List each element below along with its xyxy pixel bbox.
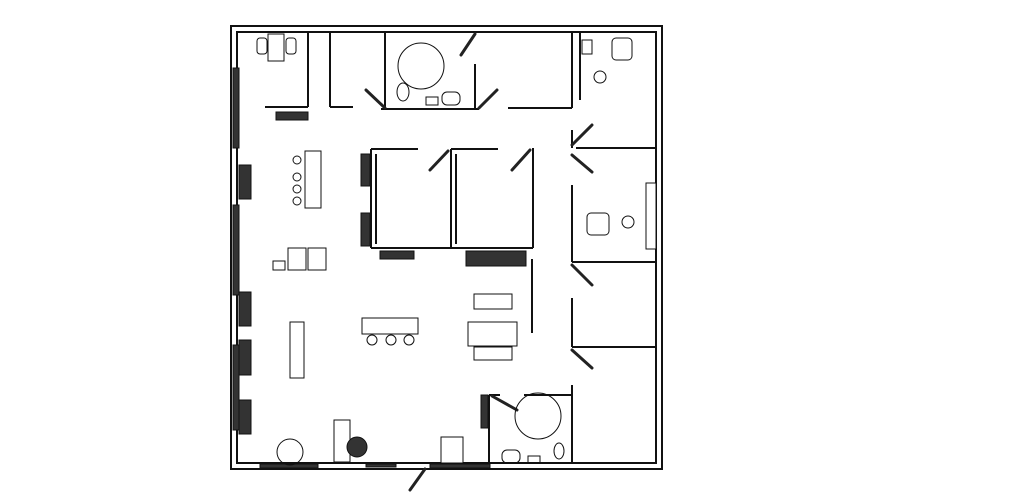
dental-chair-icon [586,212,610,236]
bathroom-top [396,42,461,106]
cabinet-icon [238,164,252,200]
cabinet-icon [440,436,464,464]
dental-chair-icon [611,37,633,61]
door-swing [428,149,450,172]
cabinet-icon [275,111,309,121]
cabinet-icon [480,394,489,429]
toilet-icon [553,442,565,460]
interior-walls [265,32,656,463]
wall [488,385,573,463]
stool-icon [366,334,378,346]
door-swing [490,394,519,412]
shower-circle-icon [397,42,445,90]
cabinet-icon [379,250,415,260]
wall [370,148,534,249]
stool-icon [621,215,635,229]
shelf-icon [289,321,305,379]
door-swing [570,263,594,287]
door-swing [477,88,499,110]
door-swing [364,88,387,110]
plant-icon [346,436,368,458]
furniture [238,33,657,466]
cabinet-icon [465,250,527,267]
door-swing [570,123,594,147]
sink-icon [581,39,593,55]
tub-icon [441,91,461,106]
wall [508,32,581,109]
bathroom-bottom [501,392,565,464]
desk-icon [333,419,351,463]
toilet-icon [396,82,410,102]
chair-icon [292,172,302,182]
sink-icon [425,96,439,106]
wall [265,32,353,108]
tub-icon [501,449,521,464]
door-swing [510,148,532,172]
doors [364,32,594,492]
wall [381,32,479,110]
stool-icon [593,70,607,84]
sofa-icon [467,321,518,347]
wall [571,130,656,463]
chair-icon [256,37,268,55]
shower-circle-icon [514,392,562,440]
outer-wall [230,25,663,470]
window [429,463,491,469]
window [365,463,397,468]
round-table-icon [276,438,304,466]
chair-icon [292,184,302,194]
counter-icon [361,317,419,335]
stove-icon [473,346,513,361]
window [232,344,240,431]
stool-icon [403,334,415,346]
cabinet-icon [360,153,371,187]
door-swing [459,32,477,57]
entry-door-swing [408,467,427,492]
stool-icon [385,334,397,346]
windows [232,67,491,469]
armchair-icon [287,247,307,271]
sink-icon [527,455,541,464]
window [232,204,240,296]
cabinet-icon [360,212,371,247]
chair-icon [292,196,302,206]
window [259,463,319,469]
table-icon [304,150,322,209]
armchair-icon [307,247,327,271]
window [232,67,240,149]
chair-icon [292,155,302,165]
desk-icon [267,33,285,62]
side-table-icon [272,260,286,271]
cabinet-icon [238,291,252,327]
door-swing [570,153,594,174]
counter-icon [645,182,657,250]
cabinet-icon [238,339,252,376]
chair-icon [285,37,297,55]
door-swing [570,348,594,370]
cabinet-icon [238,399,252,435]
appliance-icon [473,293,513,310]
